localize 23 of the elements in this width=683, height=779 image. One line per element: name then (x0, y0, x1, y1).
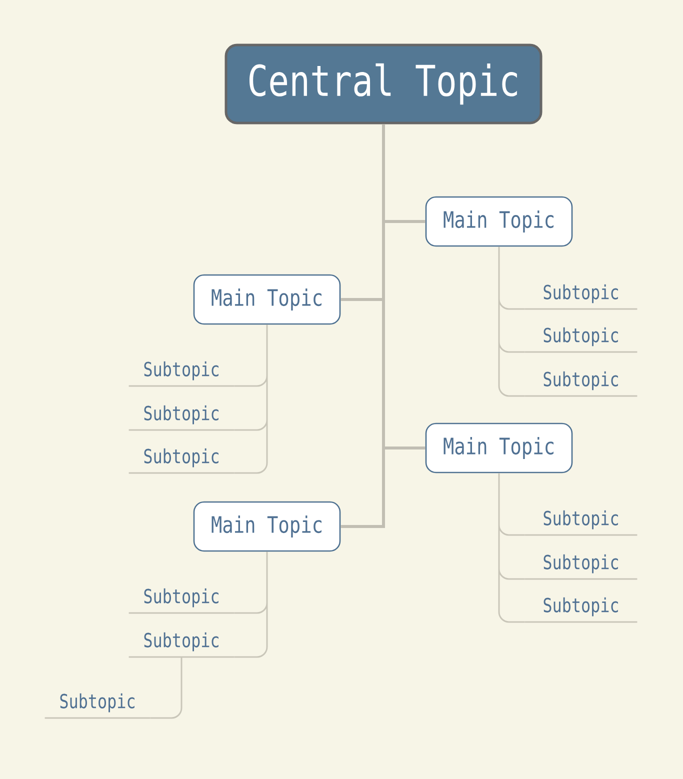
underlined-label: Subtopic (128, 448, 234, 474)
connector-line (233, 324, 268, 474)
connector-line (498, 472, 526, 623)
connector-line (498, 246, 526, 397)
underlined-label: Subtopic (524, 597, 638, 623)
underlined-label: Subtopic (128, 405, 234, 431)
topic-box: Main Topic (193, 501, 341, 552)
central-topic-box: Central Topic (224, 44, 542, 124)
underlined-label: Subtopic (128, 588, 234, 614)
topic-box: Main Topic (193, 274, 341, 325)
underlined-label: Subtopic (524, 371, 638, 397)
connector-line (233, 550, 268, 658)
underlined-label: Subtopic (524, 284, 638, 310)
underlined-label: Subtopic (128, 632, 234, 658)
underlined-label: Subtopic (44, 693, 150, 719)
underlined-label: Subtopic (128, 361, 234, 387)
connector-line (150, 657, 182, 719)
topic-box: Main Topic (425, 196, 573, 247)
underlined-label: Subtopic (524, 554, 638, 580)
underlined-label: Subtopic (524, 327, 638, 353)
topic-box: Main Topic (425, 422, 573, 474)
underlined-label: Subtopic (524, 510, 638, 536)
connector-line (339, 122, 427, 528)
